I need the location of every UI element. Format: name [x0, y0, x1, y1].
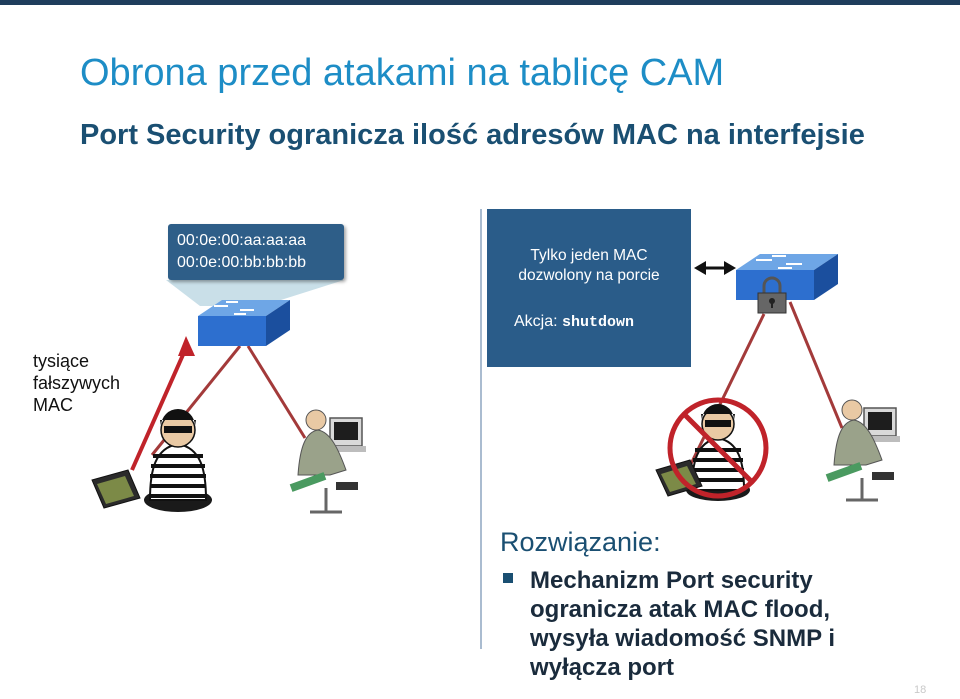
- mac-entry: 00:0e:00:bb:bb:bb: [177, 254, 307, 271]
- action-value: shutdown: [562, 314, 635, 331]
- callout-wedge: [166, 280, 344, 306]
- panel-line-2: dozwolony na porcie: [518, 267, 660, 284]
- panel-line-1: Tylko jeden MAC: [530, 247, 648, 264]
- panel-action: Akcja: shutdown: [514, 313, 634, 331]
- blocked-link: [686, 313, 766, 471]
- flood-arrowhead: [178, 336, 195, 356]
- bullet-marker: [503, 573, 513, 583]
- divider-line: [480, 209, 482, 649]
- flood-arrow: [130, 347, 188, 471]
- slide-subtitle: Port Security ogranicza ilość adresów MA…: [80, 119, 865, 151]
- top-bar: [0, 0, 960, 5]
- user-link: [788, 301, 844, 429]
- user-link: [246, 345, 307, 439]
- port-security-panel: Tylko jeden MAC dozwolony na porcie Akcj…: [487, 209, 691, 367]
- fake-mac-label: tysiące fałszywych MAC: [33, 351, 121, 415]
- slide-title: Obrona przed atakami na tablicę CAM: [80, 52, 725, 94]
- action-label: Akcja:: [514, 313, 563, 330]
- prohibited-icon: [667, 397, 769, 499]
- switch-icon: [736, 254, 838, 300]
- double-arrow-icon: [694, 261, 736, 275]
- attacker-icon: [91, 409, 212, 512]
- padlock-icon: [757, 276, 787, 314]
- user-icon: [825, 399, 900, 502]
- user-icon: [289, 409, 366, 514]
- solution-heading: Rozwiązanie:: [500, 527, 661, 557]
- solution-bullet: Mechanizm Port security ogranicza atak M…: [530, 567, 836, 681]
- page-number: 18: [914, 684, 927, 696]
- switch-icon: [198, 300, 290, 346]
- mac-address-table: 00:0e:00:aa:aa:aa 00:0e:00:bb:bb:bb: [168, 224, 344, 280]
- mac-entry: 00:0e:00:aa:aa:aa: [177, 232, 307, 249]
